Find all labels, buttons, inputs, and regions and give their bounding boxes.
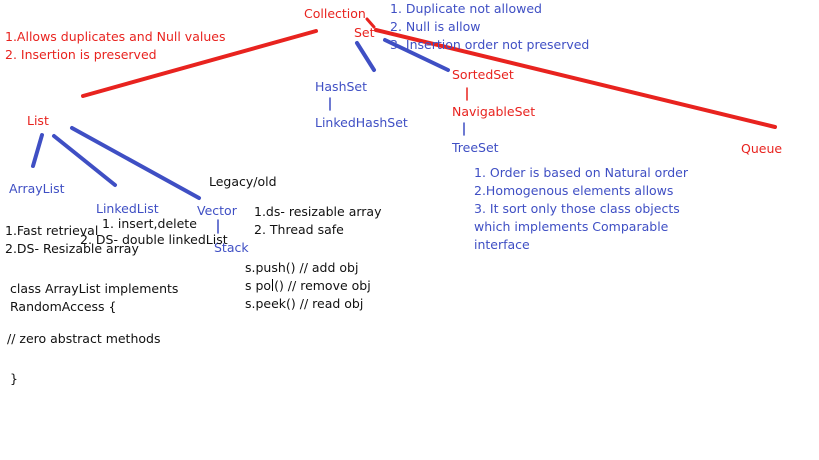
edge-list-arraylist	[31, 133, 44, 168]
node-linkedhashset: LinkedHashSet	[315, 115, 408, 130]
node-set: Set	[354, 25, 375, 40]
node-collection: Collection	[304, 6, 366, 21]
set-note: 3. Insertion order not preserved	[390, 37, 590, 52]
stack-notes: s.push() // add obj s po() // remove obj…	[245, 259, 371, 313]
list-note: 1.Allows duplicates and Null values	[5, 29, 226, 44]
set-note: 2. Null is allow	[390, 19, 481, 34]
node-list: List	[27, 113, 49, 128]
treeset-note: which implements Comparable	[474, 219, 669, 234]
edge-collection-list	[81, 29, 318, 98]
node-queue: Queue	[741, 141, 783, 156]
edge-set-hashset	[355, 41, 376, 72]
treeset-note: 1. Order is based on Natural order	[474, 165, 689, 180]
list-note: 2. Insertion is preserved	[5, 47, 157, 62]
edge-set-sortedset	[383, 38, 450, 72]
text-cursor-icon	[272, 279, 274, 291]
node-hashset: HashSet	[315, 79, 368, 94]
code-closing-brace: }	[10, 371, 18, 386]
treeset-note: 3. It sort only those class objects	[474, 201, 680, 216]
node-treeset: TreeSet	[452, 140, 499, 155]
code-comment: // zero abstract methods	[7, 331, 161, 346]
edge-list-linkedlist	[52, 134, 117, 187]
code-line-randomaccess: RandomAccess {	[10, 299, 117, 314]
arraylist-note: 2.DS- Resizable array	[5, 241, 139, 256]
treeset-note: interface	[474, 237, 530, 252]
legacy-label: Legacy/old	[209, 174, 277, 189]
edge-set-queue	[374, 28, 777, 129]
edge-collection-set	[365, 17, 376, 29]
set-note: 1. Duplicate not allowed	[390, 1, 542, 16]
code-line-class: class ArrayList implements	[10, 281, 179, 296]
stack-pop-after: () // remove obj	[274, 278, 371, 293]
treeset-note: 2.Homogenous elements allows	[474, 183, 674, 198]
stack-pop-note: s po() // remove obj	[245, 277, 371, 295]
stack-peek-note: s.peek() // read obj	[245, 296, 364, 311]
node-stack: Stack	[214, 240, 249, 255]
node-vector: Vector	[197, 203, 237, 218]
list-notes: 1.Allows duplicates and Null values 2. I…	[5, 28, 225, 64]
arraylist-note: 1.Fast retrieval	[5, 223, 99, 238]
edge-list-vector	[70, 126, 201, 200]
linkedlist-note: 2. DS- double linkedList	[80, 232, 228, 247]
linkedlist-note: 1. insert,delete	[102, 216, 197, 231]
node-sortedset: SortedSet	[452, 67, 514, 82]
stack-push-note: s.push() // add obj	[245, 260, 359, 275]
arraylist-notes: 1.Fast retrieval 2.DS- Resizable array	[5, 222, 139, 258]
set-notes: 1. Duplicate not allowed 2. Null is allo…	[390, 0, 589, 54]
node-navigableset: NavigableSet	[452, 104, 536, 119]
node-arraylist: ArrayList	[9, 181, 65, 196]
treeset-notes: 1. Order is based on Natural order 2.Hom…	[474, 164, 688, 254]
node-linkedlist: LinkedList	[96, 201, 159, 216]
vector-notes: 1.ds- resizable array 2. Thread safe	[254, 203, 381, 239]
stack-pop-before: s po	[245, 278, 272, 293]
vector-note: 2. Thread safe	[254, 222, 344, 237]
vector-note: 1.ds- resizable array	[254, 204, 382, 219]
